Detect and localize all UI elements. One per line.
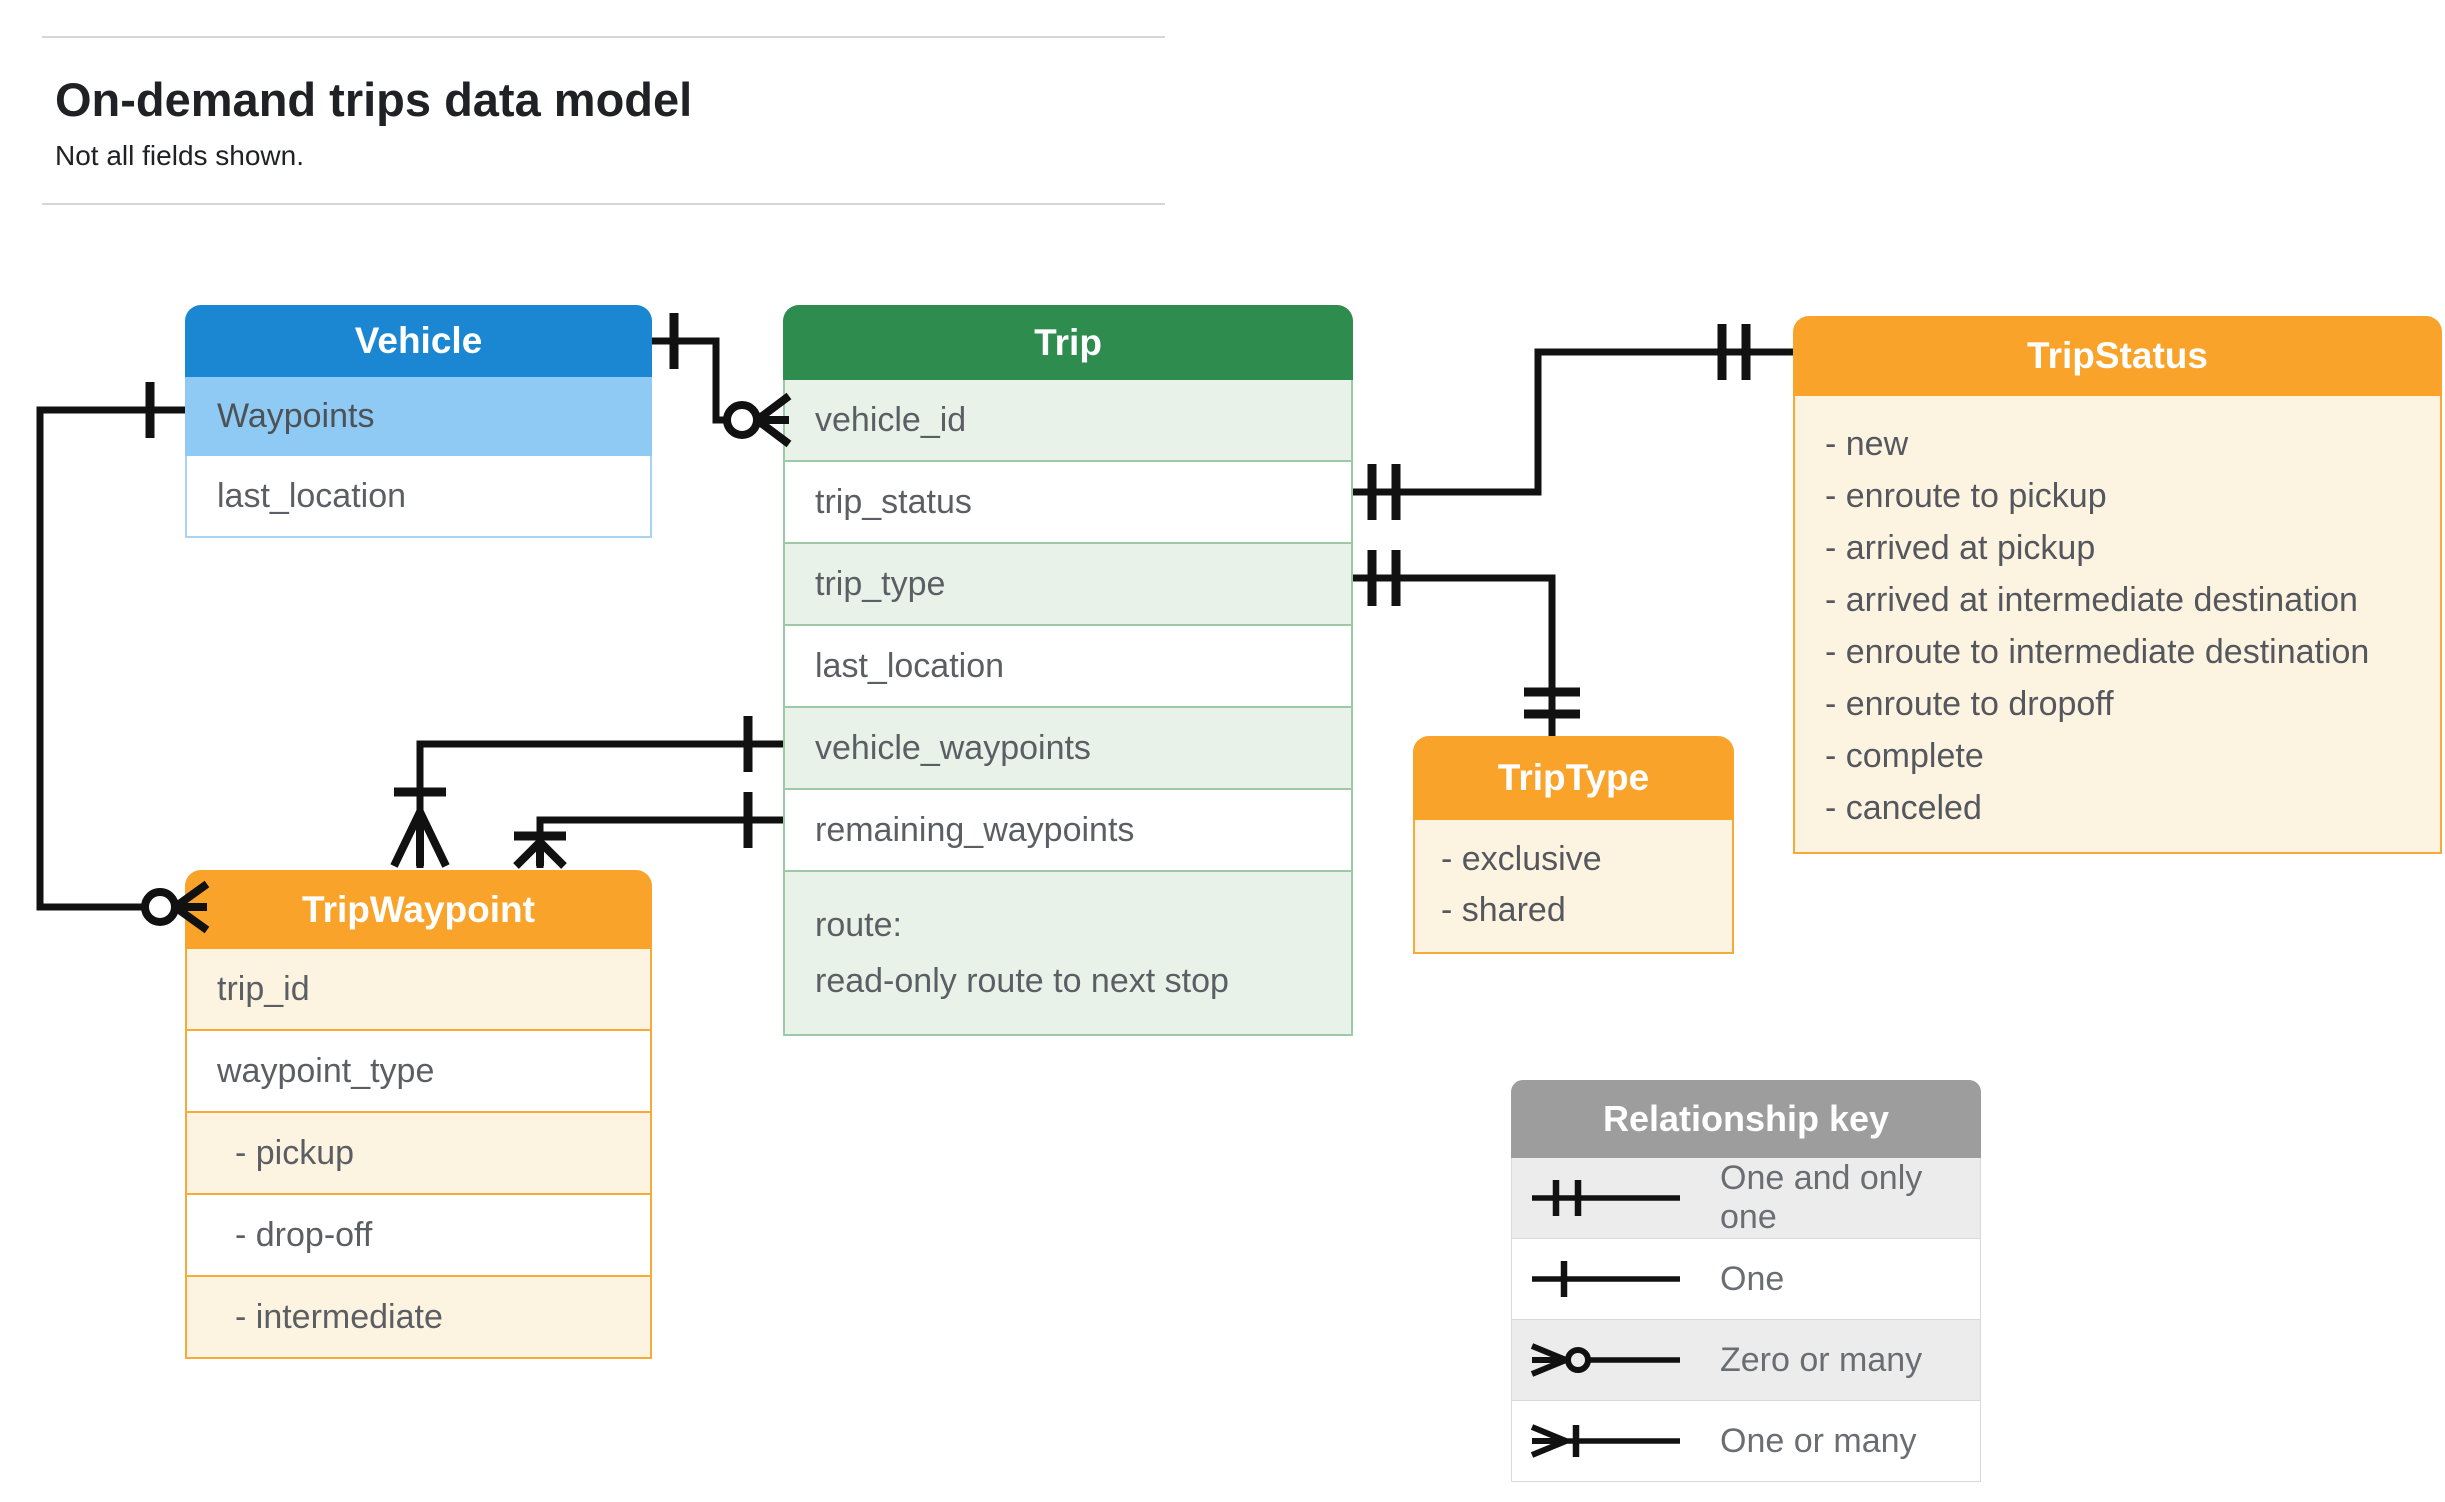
page-title: On-demand trips data model	[55, 73, 693, 126]
trip-field-route-description: read-only route to next stop	[815, 962, 1229, 1000]
connector-vehicle-to-trip	[652, 313, 792, 448]
trip-waypoint-value-drop-off: - drop-off	[185, 1195, 652, 1277]
legend-row-one-and-only-one: One and only one	[1511, 1158, 1981, 1239]
one-icon	[1532, 1261, 1680, 1297]
trip-field-trip-status: trip_status	[783, 462, 1353, 544]
relationship-key-title: Relationship key	[1511, 1080, 1981, 1158]
trip-field-last-location: last_location	[783, 626, 1353, 708]
entity-trip-waypoint-title: TripWaypoint	[185, 870, 652, 949]
trip-status-value: - arrived at intermediate destination	[1825, 581, 2358, 619]
many-marker	[390, 810, 450, 868]
trip-type-values: - exclusive - shared	[1413, 820, 1734, 954]
trip-status-value: - canceled	[1825, 789, 1982, 827]
trip-type-value-shared: - shared	[1441, 891, 1566, 929]
trip-waypoint-value-intermediate: - intermediate	[185, 1277, 652, 1359]
zero-or-many-icon	[1530, 1343, 1680, 1377]
page-subtitle: Not all fields shown.	[55, 140, 305, 171]
one-or-many-icon	[1530, 1424, 1680, 1458]
legend-label: One	[1720, 1259, 1785, 1298]
trip-field-vehicle-id: vehicle_id	[783, 380, 1353, 462]
entity-vehicle-title: Vehicle	[185, 305, 652, 377]
trip-field-route: route: read-only route to next stop	[783, 872, 1353, 1036]
entity-trip-title: Trip	[783, 305, 1353, 380]
zero-marker	[141, 888, 179, 926]
trip-waypoint-field-waypoint-type: waypoint_type	[185, 1031, 652, 1113]
one-and-only-one-icon	[1532, 1180, 1680, 1216]
trip-field-route-name: route:	[815, 906, 902, 944]
connector-trip-remaining-waypoints-to-tripwaypoint	[513, 792, 783, 869]
entity-trip-type-title: TripType	[1413, 736, 1734, 820]
one-and-only-one-marker	[1367, 550, 1401, 606]
entity-trip: Trip vehicle_id trip_status trip_type la…	[783, 305, 1353, 1036]
one-and-only-one-marker	[1717, 324, 1751, 380]
zero-marker	[723, 401, 761, 439]
trip-field-remaining-waypoints: remaining_waypoints	[783, 790, 1353, 872]
trip-waypoint-field-trip-id: trip_id	[185, 949, 652, 1031]
legend-row-one: One	[1511, 1239, 1981, 1320]
divider-bottom	[42, 203, 1165, 205]
one-and-only-one-marker	[1524, 687, 1580, 719]
connector-vehicle-waypoints-to-tripwaypoint	[36, 382, 210, 934]
many-marker	[513, 839, 567, 869]
trip-status-value: - enroute to intermediate destination	[1825, 633, 2370, 671]
trip-status-value: - enroute to dropoff	[1825, 685, 2114, 723]
trip-status-value: - new	[1825, 425, 1909, 463]
legend-row-zero-or-many: Zero or many	[1511, 1320, 1981, 1401]
entity-trip-type: TripType - exclusive - shared	[1413, 736, 1734, 954]
trip-status-value: - arrived at pickup	[1825, 529, 2096, 567]
legend-label: Zero or many	[1720, 1340, 1923, 1379]
trip-type-value-exclusive: - exclusive	[1441, 840, 1602, 878]
trip-status-value: - enroute to pickup	[1825, 477, 2107, 515]
entity-trip-status-title: TripStatus	[1793, 316, 2442, 396]
trip-status-value: - complete	[1825, 737, 1984, 775]
trip-field-vehicle-waypoints: vehicle_waypoints	[783, 708, 1353, 790]
legend-label: One or many	[1720, 1421, 1917, 1460]
trip-waypoint-value-pickup: - pickup	[185, 1113, 652, 1195]
vehicle-field-last-location: last_location	[185, 456, 652, 538]
relationship-key: Relationship key One and only one One Ze…	[1511, 1080, 1981, 1482]
legend-label: One and only one	[1720, 1159, 1923, 1236]
connector-trip-vehicle-waypoints-to-tripwaypoint	[390, 716, 783, 868]
trip-status-values: - new - enroute to pickup - arrived at p…	[1793, 396, 2442, 854]
connector-trip-to-tripstatus	[1353, 324, 1793, 520]
trip-field-trip-type: trip_type	[783, 544, 1353, 626]
entity-trip-status: TripStatus - new - enroute to pickup - a…	[1793, 316, 2442, 854]
connector-trip-to-triptype	[1353, 550, 1580, 736]
entity-vehicle: Vehicle Waypoints last_location	[185, 305, 652, 538]
entity-trip-waypoint: TripWaypoint trip_id waypoint_type - pic…	[185, 870, 652, 1359]
divider-top	[42, 36, 1165, 38]
one-and-only-one-marker	[1367, 464, 1401, 520]
legend-row-one-or-many: One or many	[1511, 1401, 1981, 1482]
vehicle-field-waypoints: Waypoints	[185, 377, 652, 456]
